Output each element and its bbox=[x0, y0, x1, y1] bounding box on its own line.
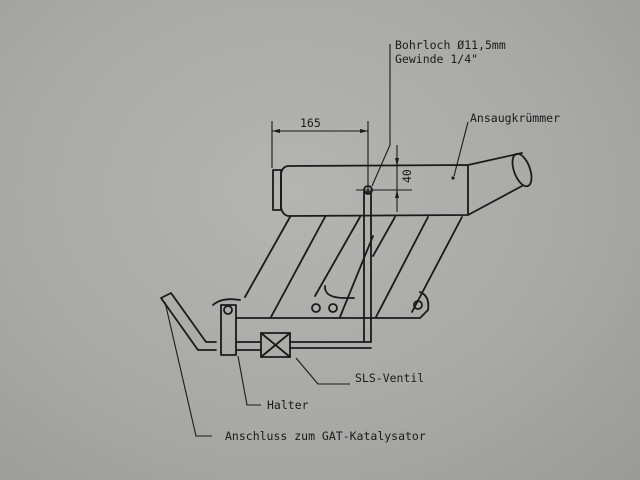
manifold-runners bbox=[212, 216, 463, 319]
dimension-40-text: 40 bbox=[400, 169, 414, 183]
dimension-40: 40 bbox=[356, 145, 414, 212]
air-pipe bbox=[160, 185, 373, 356]
intake-manifold bbox=[272, 152, 533, 217]
label-anschluss: Anschluss zum GAT-Katalysator bbox=[225, 429, 426, 443]
sls-valve bbox=[260, 332, 291, 358]
label-halter: Halter bbox=[267, 398, 309, 412]
label-bohrloch: Bohrloch Ø11,5mm bbox=[395, 38, 506, 52]
label-gewinde: Gewinde 1/4" bbox=[395, 52, 478, 66]
label-ansaugkruemmer: Ansaugkrümmer bbox=[470, 111, 560, 125]
leader-lines bbox=[164, 44, 469, 437]
label-sls-ventil: SLS-Ventil bbox=[355, 371, 424, 385]
dimension-165: 165 bbox=[271, 116, 369, 192]
dimension-165-text: 165 bbox=[300, 116, 321, 130]
